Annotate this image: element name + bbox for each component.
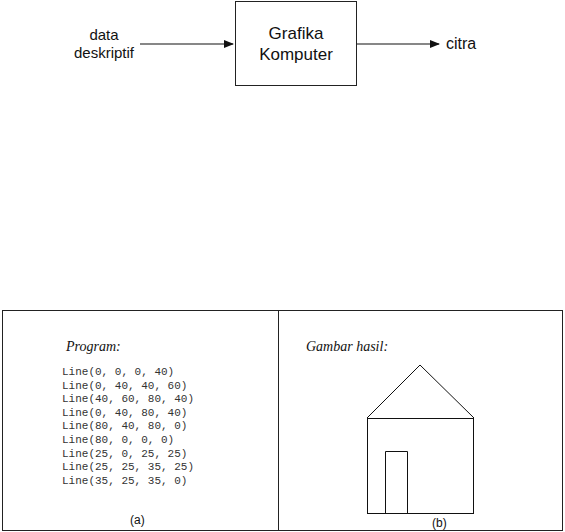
input-label: data deskriptif bbox=[62, 26, 146, 62]
code-line: Line(0, 40, 40, 60) bbox=[62, 380, 187, 393]
box-title: Grafika Komputer bbox=[241, 23, 351, 65]
panel-caption: (b) bbox=[432, 516, 447, 530]
code-line: Line(80, 40, 80, 0) bbox=[62, 420, 187, 433]
panel-heading: Program: bbox=[66, 339, 121, 355]
code-line: Line(25, 0, 25, 25) bbox=[62, 448, 187, 461]
panel-heading: Gambar hasil: bbox=[306, 339, 388, 355]
code-line: Line(25, 25, 35, 25) bbox=[62, 461, 194, 474]
code-line: Line(40, 60, 80, 40) bbox=[62, 393, 194, 406]
code-line: Line(35, 25, 35, 0) bbox=[62, 475, 187, 488]
code-line: Line(80, 0, 0, 0) bbox=[62, 434, 174, 447]
panel-caption: (a) bbox=[130, 513, 145, 527]
result-panel: Gambar hasil: (b) bbox=[278, 310, 563, 531]
code-line: Line(0, 0, 0, 40) bbox=[62, 366, 174, 379]
program-panel: Program: Line(0, 0, 0, 40)Line(0, 40, 40,… bbox=[2, 310, 279, 531]
output-label: citra bbox=[446, 34, 506, 53]
output-arrow bbox=[357, 43, 439, 44]
input-arrow bbox=[140, 43, 233, 44]
code-line: Line(0, 40, 80, 40) bbox=[62, 407, 187, 420]
process-box: Grafika Komputer bbox=[235, 1, 357, 86]
